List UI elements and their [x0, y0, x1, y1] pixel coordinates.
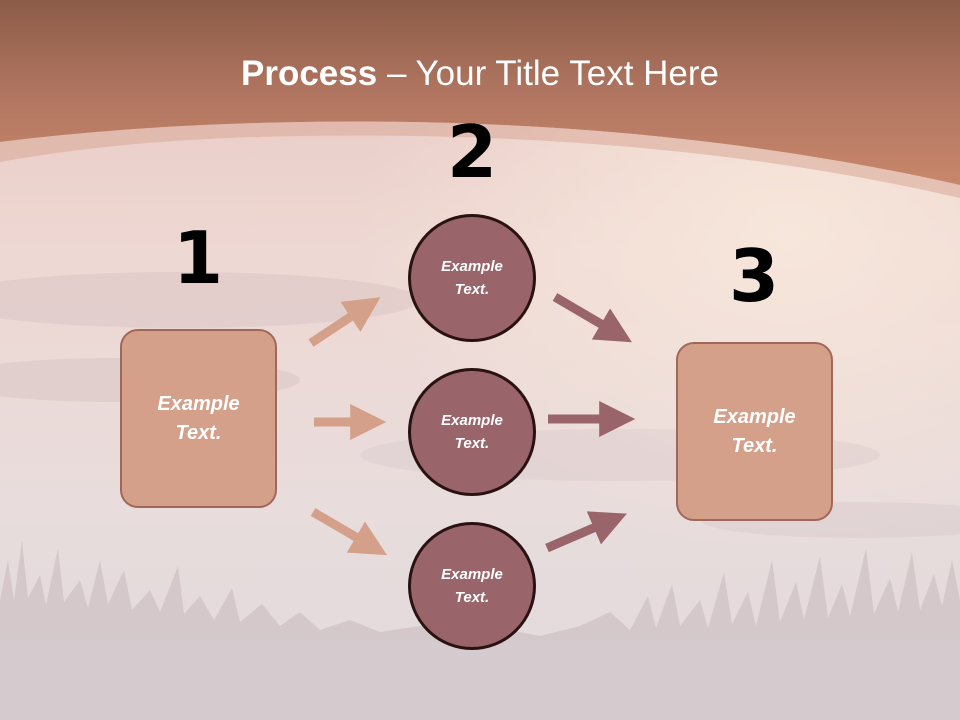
right-box-text: Example Text. [713, 405, 796, 457]
circle-top: Example Text. [408, 214, 536, 342]
left-box-text: Example Text. [157, 392, 240, 444]
circle-middle: Example Text. [408, 368, 536, 496]
title-bold: Process [241, 54, 378, 93]
step-number-1: 1 [172, 216, 224, 300]
title-rest: Your Title Text Here [415, 54, 720, 93]
slide-title: Process – Your Title Text Here [0, 52, 960, 96]
left-box: Example Text. [120, 329, 277, 508]
circle-bottom: Example Text. [408, 522, 536, 650]
right-box: Example Text. [676, 342, 833, 521]
circle-bottom-text: Example Text. [441, 566, 503, 606]
circle-top-text: Example Text. [441, 258, 503, 298]
circle-middle-text: Example Text. [441, 412, 503, 452]
step-number-2: 2 [446, 110, 498, 194]
step-number-3: 3 [728, 234, 780, 318]
title-separator: – [377, 54, 416, 93]
